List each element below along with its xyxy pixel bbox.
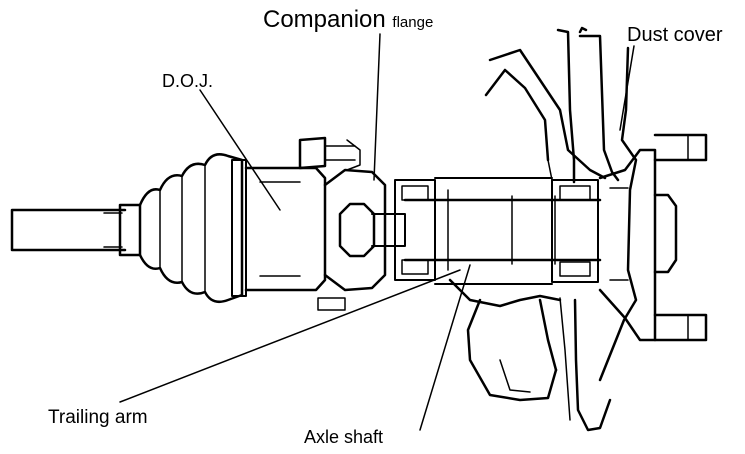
hub-flange [598, 133, 708, 342]
leader-axle-shaft [419, 264, 471, 431]
leader-trailing-arm [119, 269, 461, 403]
doj-boot [138, 153, 247, 303]
doj-label: D.O.J. [162, 71, 214, 91]
dust-cover-label: Dust cover [627, 24, 723, 46]
doj-housing [244, 166, 327, 292]
leader-doj [199, 89, 281, 211]
leader-lines [119, 33, 635, 431]
flange-label-text: flange [392, 14, 434, 31]
trailing-arm-label: Trailing arm [48, 407, 148, 428]
trailing-arm-knuckle [448, 48, 607, 402]
companion-label-text: Companion [263, 6, 386, 33]
axle-shaft [394, 177, 602, 285]
companion-flange [298, 136, 406, 311]
leader-companion-flange [373, 33, 381, 181]
dust-cover [556, 26, 638, 432]
companion-flange-label: Companion flange [263, 8, 433, 32]
leader-dust-cover [619, 45, 635, 131]
drive-shaft [10, 203, 142, 257]
axle-shaft-label: Axle shaft [304, 427, 384, 447]
